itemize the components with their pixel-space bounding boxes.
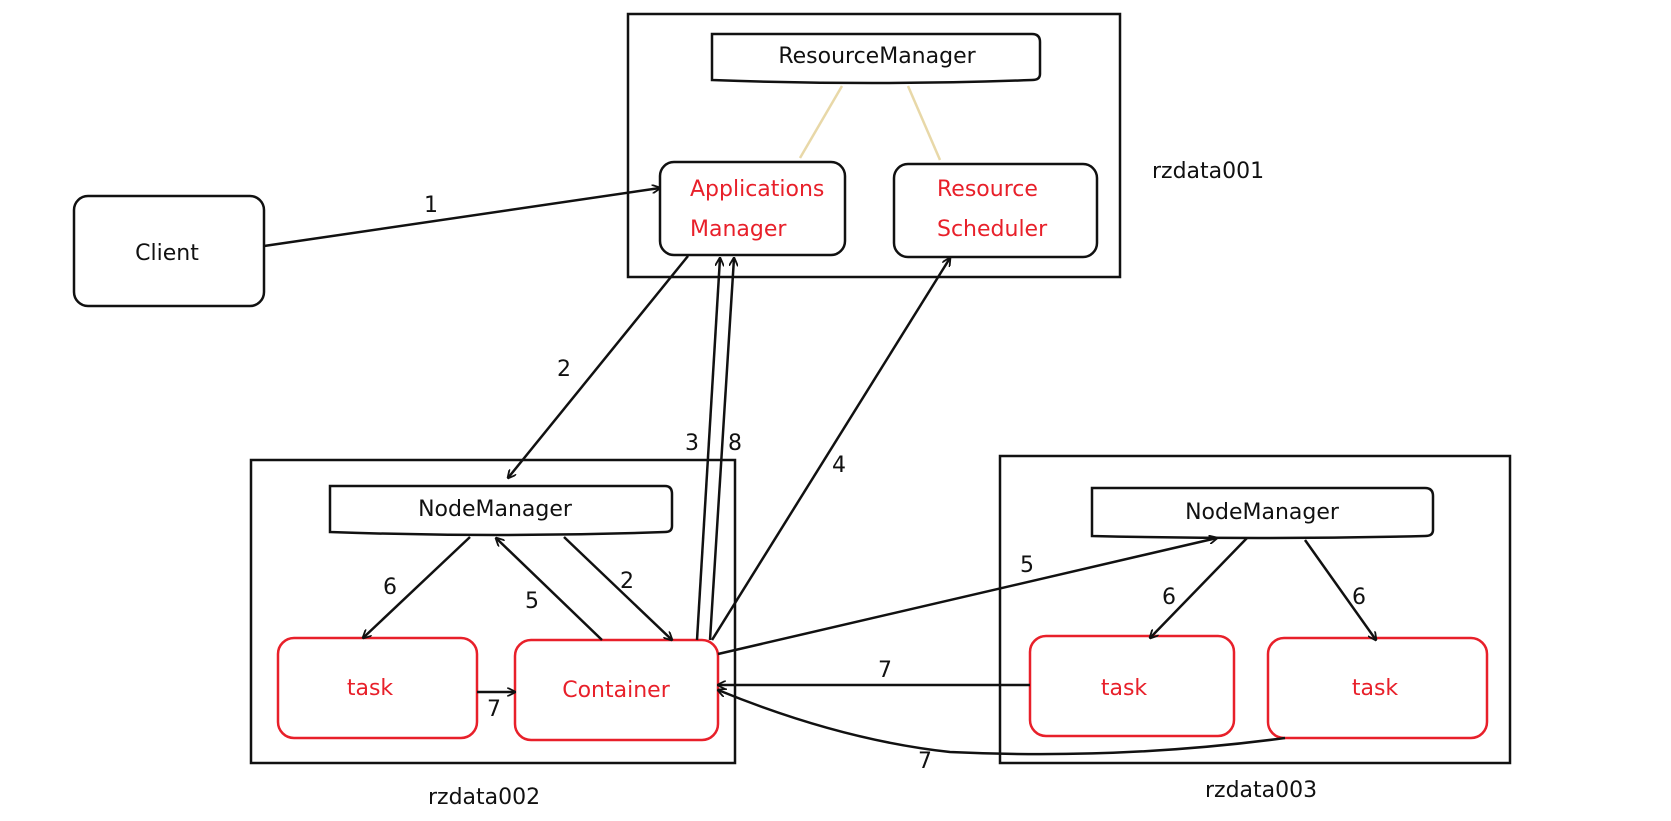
resource-scheduler-node: Resource Scheduler	[892, 162, 1099, 259]
arrow-2-nm-to-container	[563, 536, 672, 640]
resource-scheduler-label-line2: Scheduler	[937, 217, 1048, 242]
step-label-3: 3	[685, 431, 699, 456]
container-node: Container	[513, 638, 720, 742]
host-box-rzdata002	[249, 458, 737, 765]
rm-to-am-link	[798, 85, 844, 159]
arrow-5-container-to-nm	[496, 538, 603, 641]
node-manager-3-label: NodeManager	[1185, 500, 1340, 525]
task-3a-label: task	[1101, 676, 1148, 701]
task-3b-node: task	[1266, 636, 1489, 740]
step-label-5-right: 5	[1020, 553, 1034, 578]
step-label-5-left: 5	[525, 589, 539, 614]
arrow-6-nm3-to-task3a	[1150, 537, 1248, 638]
step-label-6-right-a: 6	[1162, 585, 1176, 610]
rm-to-scheduler-link	[906, 85, 942, 161]
host-box-rzdata001	[626, 12, 1122, 279]
client-node: Client	[72, 194, 266, 308]
step-label-8: 8	[728, 431, 742, 456]
host-label-rzdata002: rzdata002	[428, 785, 540, 810]
client-label: Client	[135, 241, 199, 266]
step-label-7-mid: 7	[878, 658, 892, 683]
node-manager-2-label: NodeManager	[418, 497, 573, 522]
arrow-8-container-to-am	[708, 258, 734, 641]
resource-scheduler-label-line1: Resource	[937, 177, 1038, 202]
step-label-2-top: 2	[557, 357, 571, 382]
arrow-6-nm-to-task2	[363, 536, 471, 638]
applications-manager-node: Applications Manager	[658, 160, 847, 257]
step-label-6-right-b: 6	[1352, 585, 1366, 610]
arrow-2-am-to-nm	[508, 255, 689, 478]
step-label-7-bottom: 7	[918, 749, 932, 774]
applications-manager-label-line1: Applications	[690, 177, 824, 202]
task-2-label: task	[347, 676, 394, 701]
step-label-4: 4	[832, 453, 846, 478]
resource-manager-node: ResourceManager	[710, 32, 1042, 85]
arrow-4-container-to-scheduler	[710, 258, 950, 641]
task-3a-node: task	[1028, 634, 1236, 738]
task-2-node: task	[276, 636, 479, 740]
arrow-6-nm3-to-task3b	[1303, 539, 1376, 640]
step-label-1: 1	[424, 193, 438, 218]
task-3b-label: task	[1352, 676, 1399, 701]
host-label-rzdata001: rzdata001	[1152, 159, 1264, 184]
node-manager-3-node: NodeManager	[1090, 486, 1435, 540]
container-label: Container	[562, 678, 670, 703]
arrow-1-client-to-am	[263, 188, 660, 248]
node-manager-2-node: NodeManager	[328, 484, 674, 537]
resource-manager-label: ResourceManager	[778, 44, 976, 69]
arrow-3-container-to-am	[695, 258, 720, 641]
arrow-7-task3b-to-container	[718, 690, 1286, 756]
host-label-rzdata003: rzdata003	[1205, 778, 1317, 803]
step-label-7-task: 7	[487, 697, 501, 722]
step-label-6-left: 6	[383, 575, 397, 600]
applications-manager-label-line2: Manager	[690, 217, 787, 242]
step-label-2-bottom: 2	[620, 569, 634, 594]
host-box-rzdata003	[998, 454, 1512, 765]
arrow-5-container-to-nm3	[717, 538, 1217, 656]
